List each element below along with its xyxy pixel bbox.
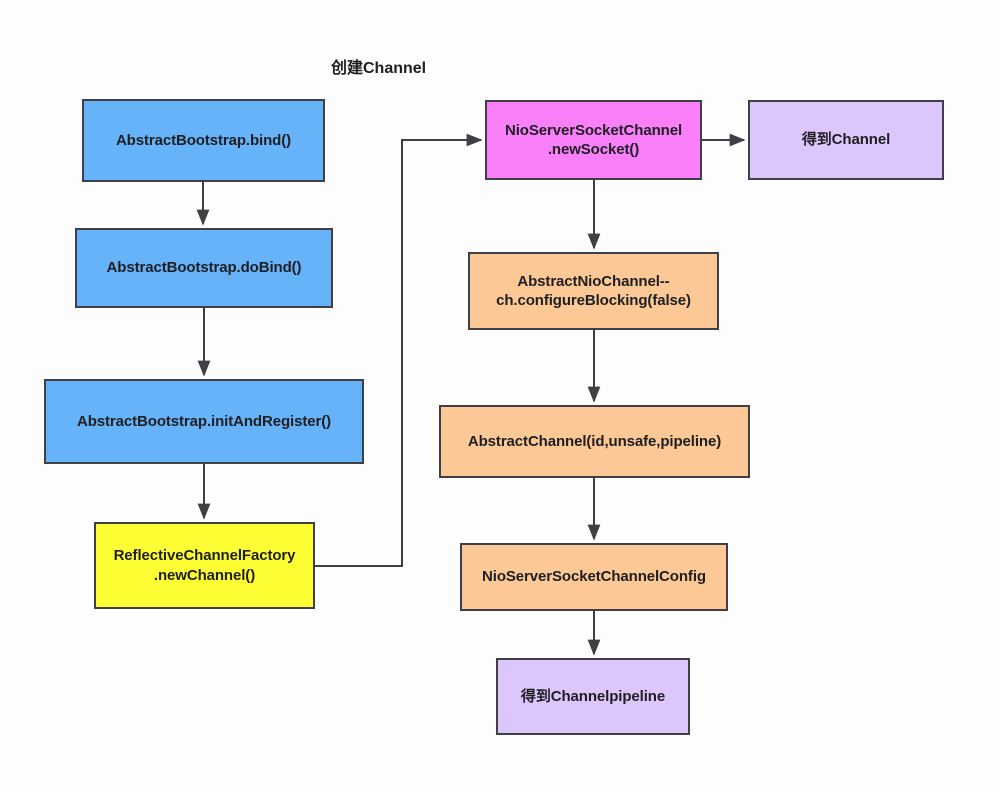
node-abstractchannel-constructor[interactable]: AbstractChannel(id,unsafe,pipeline) bbox=[439, 405, 750, 478]
node-nioserversocketchannel-newsocket[interactable]: NioServerSocketChannel .newSocket() bbox=[485, 100, 702, 180]
node-abstractbootstrap-bind[interactable]: AbstractBootstrap.bind() bbox=[82, 99, 325, 182]
node-label: 得到Channel bbox=[801, 131, 891, 149]
node-reflectivechannelfactory-newchannel[interactable]: ReflectiveChannelFactory .newChannel() bbox=[94, 522, 315, 609]
diagram-title: 创建Channel bbox=[331, 60, 427, 77]
node-label: AbstractChannel(id,unsafe,pipeline) bbox=[467, 432, 722, 450]
node-got-channel[interactable]: 得到Channel bbox=[748, 100, 944, 180]
node-abstractbootstrap-initandregister[interactable]: AbstractBootstrap.initAndRegister() bbox=[44, 379, 364, 464]
node-label: AbstractBootstrap.bind() bbox=[115, 131, 292, 149]
node-abstractbootstrap-dobind[interactable]: AbstractBootstrap.doBind() bbox=[75, 228, 333, 308]
node-label: AbstractBootstrap.initAndRegister() bbox=[76, 412, 331, 430]
node-abstractniochannel-configureblocking[interactable]: AbstractNioChannel-- ch.configureBlockin… bbox=[468, 252, 719, 330]
node-label: 得到Channelpipeline bbox=[520, 687, 666, 705]
node-label: NioServerSocketChannel .newSocket() bbox=[504, 121, 683, 158]
node-label: AbstractNioChannel-- ch.configureBlockin… bbox=[496, 272, 691, 309]
node-got-channelpipeline[interactable]: 得到Channelpipeline bbox=[496, 658, 690, 735]
node-label: AbstractBootstrap.doBind() bbox=[106, 259, 302, 277]
node-label: ReflectiveChannelFactory .newChannel() bbox=[113, 547, 296, 584]
edge-newchannel-to-newsocket bbox=[315, 133, 483, 567]
node-label: NioServerSocketChannelConfig bbox=[482, 568, 706, 586]
node-nioserversocketchannelconfig[interactable]: NioServerSocketChannelConfig bbox=[460, 543, 728, 611]
